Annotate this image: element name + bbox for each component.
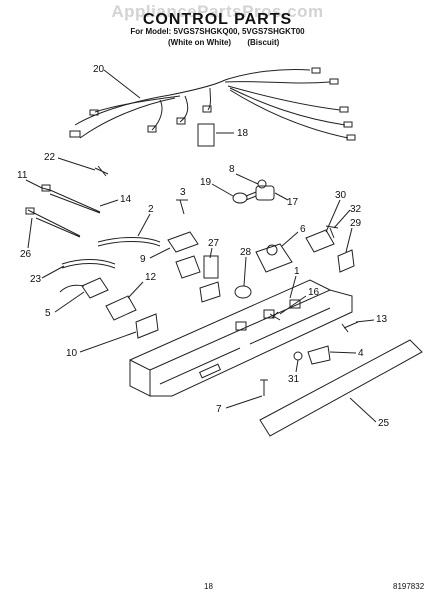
page-number: 18	[204, 582, 213, 591]
switch-5	[81, 277, 109, 299]
svg-text:19: 19	[200, 177, 212, 188]
svg-text:8: 8	[229, 164, 235, 175]
model-numbers: For Model: 5VGS7SHGKQ00, 5VGS7SHGKT00	[130, 27, 305, 36]
thermistor-lead	[27, 209, 81, 238]
callout-numbers: 20 18 22 11 8 19 17 30 3 14 2 32 6 29 27…	[17, 64, 390, 429]
svg-text:28: 28	[240, 247, 252, 258]
svg-text:10: 10	[66, 348, 78, 359]
svg-text:12: 12	[145, 272, 157, 283]
document-number: 8197832	[393, 582, 425, 591]
callout-6: 6	[281, 224, 306, 247]
callout-9: 9	[140, 247, 171, 265]
svg-text:27: 27	[208, 238, 220, 249]
svg-text:29: 29	[350, 218, 362, 229]
cover-plate	[197, 123, 215, 147]
svg-text:18: 18	[237, 128, 249, 139]
variant-biscuit: (Biscuit)	[247, 38, 280, 47]
callout-11: 11	[17, 170, 43, 189]
screw-7	[260, 379, 268, 396]
lamp-socket	[255, 185, 275, 201]
callout-13: 13	[355, 314, 388, 325]
svg-text:23: 23	[30, 274, 42, 285]
svg-text:22: 22	[44, 152, 56, 163]
control-housing	[129, 279, 353, 397]
callout-3: 3	[180, 187, 186, 198]
callout-20: 20	[93, 64, 141, 99]
svg-text:9: 9	[140, 254, 146, 265]
thermostat-6	[255, 243, 293, 273]
callout-1: 1	[289, 266, 300, 299]
svg-text:7: 7	[216, 404, 222, 415]
control-label	[203, 255, 219, 279]
svg-text:26: 26	[20, 249, 32, 260]
callout-4: 4	[329, 348, 364, 359]
callout-12: 12	[127, 272, 157, 299]
svg-text:16: 16	[308, 287, 320, 298]
callout-17: 17	[274, 192, 299, 208]
callout-31: 31	[288, 359, 300, 385]
svg-text:3: 3	[180, 187, 186, 198]
callout-29: 29	[345, 218, 362, 253]
label-27	[175, 255, 201, 279]
callout-2: 2	[137, 204, 154, 237]
callout-8: 8	[229, 164, 259, 185]
callout-25: 25	[349, 397, 390, 429]
callout-28: 28	[240, 247, 252, 287]
watermark: AppliancePartsPros.com	[111, 2, 324, 21]
page-title: CONTROL PARTS	[142, 11, 293, 28]
bracket-4	[307, 345, 331, 365]
variant-white: (White on White)	[168, 38, 232, 47]
callout-26: 26	[20, 217, 33, 260]
svg-text:25: 25	[378, 418, 390, 429]
tube-23	[61, 259, 116, 265]
svg-text:11: 11	[17, 170, 28, 181]
svg-text:20: 20	[93, 64, 105, 75]
knob-31	[293, 351, 303, 361]
wire-harness	[69, 67, 356, 141]
callout-14: 14	[99, 194, 132, 207]
screw-13	[341, 321, 359, 333]
svg-text:2: 2	[148, 204, 154, 215]
callout-30: 30	[325, 190, 347, 233]
knob-28	[234, 285, 252, 299]
screw-3	[176, 199, 188, 215]
label-10	[135, 313, 159, 339]
svg-text:6: 6	[300, 224, 306, 235]
callout-5: 5	[45, 291, 85, 319]
svg-text:32: 32	[350, 204, 362, 215]
svg-text:1: 1	[294, 266, 300, 277]
svg-text:17: 17	[287, 197, 299, 208]
callout-23: 23	[30, 265, 65, 285]
svg-text:14: 14	[120, 194, 132, 205]
tube-2	[97, 237, 161, 243]
callout-27: 27	[208, 238, 220, 259]
trim-strip	[259, 339, 423, 437]
lamp-screw	[257, 179, 267, 189]
sensor-lead	[41, 187, 101, 214]
svg-text:31: 31	[288, 374, 300, 385]
switch-30	[305, 229, 335, 253]
callout-32: 32	[333, 204, 362, 229]
switch-12	[105, 295, 137, 321]
callout-18: 18	[216, 128, 249, 139]
color-variants: (White on White) (Biscuit)	[168, 38, 293, 47]
callout-10: 10	[66, 331, 137, 359]
svg-text:4: 4	[358, 348, 364, 359]
bracket-29	[337, 249, 355, 273]
callout-7: 7	[216, 395, 263, 415]
callout-19: 19	[200, 177, 234, 197]
svg-text:30: 30	[335, 190, 347, 201]
light-bulb	[232, 192, 248, 204]
callout-22: 22	[44, 152, 96, 171]
svg-text:5: 5	[45, 308, 51, 319]
wire-clip	[94, 165, 109, 177]
svg-text:13: 13	[376, 314, 388, 325]
callout-16: 16	[279, 287, 320, 315]
screw-16	[269, 311, 281, 321]
switch-9	[167, 231, 199, 253]
